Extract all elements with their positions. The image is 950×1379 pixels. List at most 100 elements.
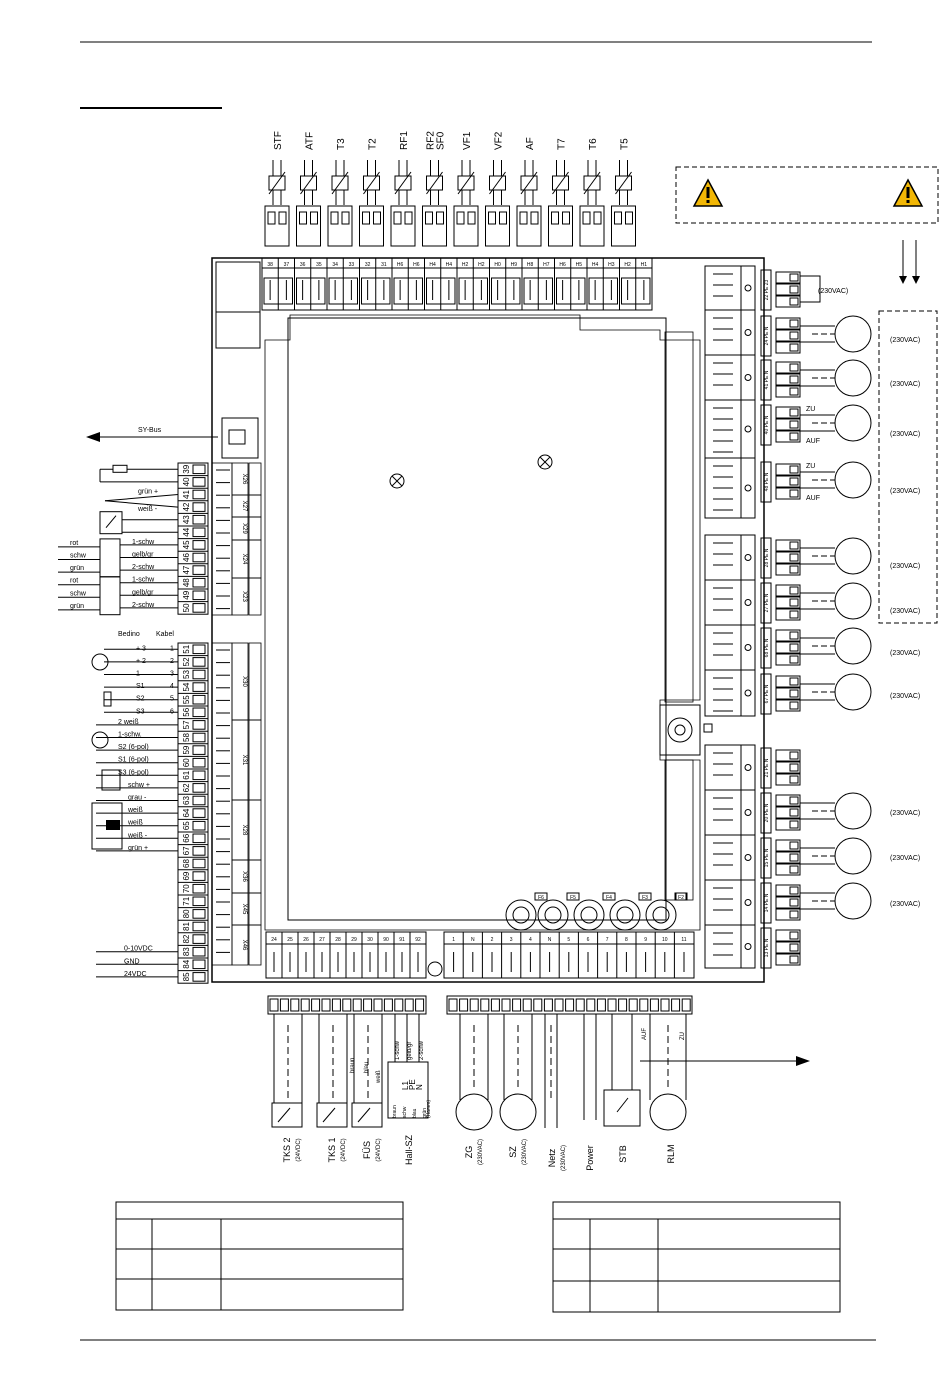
- external-terminal-screw: [565, 998, 575, 1012]
- output-terminal-screw: [789, 565, 799, 574]
- fuse-cap: [580, 906, 598, 924]
- output-row-label: 40 PE N: [764, 415, 770, 434]
- sensor-label: T5: [620, 138, 631, 150]
- output-row-label: 24 PE N: [764, 326, 770, 345]
- connector-label: X36: [241, 871, 247, 882]
- output-terminal: [775, 687, 801, 700]
- voltage-label: (230VAC): [890, 810, 920, 817]
- sensor-plug-pin: [551, 211, 559, 225]
- output-terminal-screw: [789, 285, 799, 294]
- output-terminal: [775, 329, 801, 342]
- left-terminal-screw: [192, 732, 206, 743]
- left-terminal-screw: [192, 577, 206, 588]
- bottom-terminal-number: 11: [681, 937, 686, 943]
- sensor-label: VF1: [462, 131, 473, 150]
- external-terminal-screw: [279, 998, 289, 1012]
- connector-number-strip: [248, 494, 262, 518]
- top-terminal-number: H7: [543, 262, 550, 268]
- relay-screw-strip: [740, 399, 756, 459]
- wire-label: S2 (6-pol): [118, 744, 149, 751]
- sensor-plug-pin: [625, 211, 633, 225]
- voltage-label: (230VAC): [890, 855, 920, 862]
- external-terminal-screw: [415, 998, 425, 1012]
- sensor-arrow: [268, 171, 286, 195]
- sensor-plug-pin: [267, 211, 276, 225]
- sensor-plug-pin: [436, 211, 444, 225]
- wire-label: 2 weiß: [118, 719, 139, 726]
- output-label-strip: [760, 537, 772, 579]
- wire-label: rot: [70, 578, 78, 585]
- bottom-terminal-number: 26: [303, 937, 309, 943]
- left-terminal-screw: [192, 603, 206, 613]
- relay-socket: [704, 624, 742, 671]
- external-terminal-screw: [459, 998, 469, 1012]
- left-terminal-number: 45: [182, 540, 191, 549]
- top-terminal-number: 31: [381, 262, 387, 268]
- output-terminal-screw: [789, 331, 799, 340]
- sensor-arrow: [552, 171, 569, 195]
- bottom-terminal-number: 4: [529, 937, 532, 943]
- top-terminal-number: H2: [462, 262, 469, 268]
- relay-screw-strip: [740, 834, 756, 881]
- relay-screw-strip: [740, 669, 756, 717]
- bottom-terminal-number: 24: [271, 937, 277, 943]
- board-inner-outline: [264, 314, 701, 931]
- relay-screw-strip: [740, 924, 756, 969]
- left-terminal-number: 51: [182, 644, 191, 653]
- left-terminal-screw: [192, 972, 206, 982]
- output-terminal-screw: [789, 598, 799, 607]
- external-terminal-screw: [363, 998, 373, 1012]
- wire-label: schw: [70, 590, 87, 597]
- left-terminal-screw: [192, 657, 206, 667]
- left-terminal-screw: [192, 682, 206, 692]
- output-terminal: [775, 953, 801, 966]
- output-terminal-screw: [789, 775, 799, 784]
- wire-label: 1-schw: [132, 539, 155, 546]
- output-terminal: [775, 551, 801, 564]
- external-terminal-screw: [554, 998, 564, 1012]
- motor-symbol: [455, 1093, 493, 1131]
- output-row-label: 67 PE N: [764, 684, 770, 703]
- sensor-plug-pin: [425, 211, 433, 225]
- sensor-plug: [516, 205, 542, 247]
- external-terminal-screw: [383, 998, 393, 1012]
- wire-label: S1 (6-pol): [118, 757, 149, 764]
- output-terminal-screw: [789, 375, 799, 384]
- output-terminal: [775, 341, 801, 354]
- sensor-plug-pin: [562, 211, 570, 225]
- bottom-terminal-number: 90: [383, 937, 389, 943]
- motor-symbol: [834, 837, 872, 875]
- voltage-label: (230VAC): [890, 650, 920, 657]
- bottom-terminal-number: 27: [319, 937, 325, 943]
- bottom-voltage: (230VAC): [522, 1139, 528, 1165]
- output-terminal: [775, 629, 801, 642]
- switch-contact: [357, 1107, 371, 1123]
- relay-screw-strip: [740, 789, 756, 836]
- connector-number-strip: [248, 859, 262, 894]
- output-label-strip: [760, 792, 772, 834]
- left-terminal-screw: [192, 527, 206, 538]
- bottom-terminal-number: 92: [415, 937, 421, 943]
- sensor-plug-pin: [393, 211, 402, 225]
- fuse-holder: [573, 899, 605, 931]
- motor-symbol: [834, 461, 872, 499]
- sensor-plug: [359, 205, 384, 247]
- warning-icon: [692, 178, 724, 207]
- connector-number-strip: [248, 462, 262, 496]
- left-terminal-number: 65: [182, 821, 191, 830]
- sensor-plug: [579, 205, 605, 247]
- left-terminal-number: 61: [182, 770, 191, 779]
- output-row-label: 21 PE N: [764, 758, 770, 777]
- wire-label: 1-schw: [132, 577, 155, 584]
- bottom-label: TKS 1: [327, 1137, 337, 1162]
- fuse-cap: [616, 906, 634, 924]
- rotary-switch: [659, 704, 713, 756]
- output-row-label: 14 PE N: [764, 893, 770, 912]
- external-terminal-screw: [300, 998, 310, 1012]
- top-terminal-number: 35: [316, 262, 322, 268]
- motor-symbol: [834, 315, 872, 353]
- sensor-arrow: [300, 171, 317, 195]
- external-terminal-screw: [671, 998, 681, 1012]
- relay-screw: [744, 554, 752, 561]
